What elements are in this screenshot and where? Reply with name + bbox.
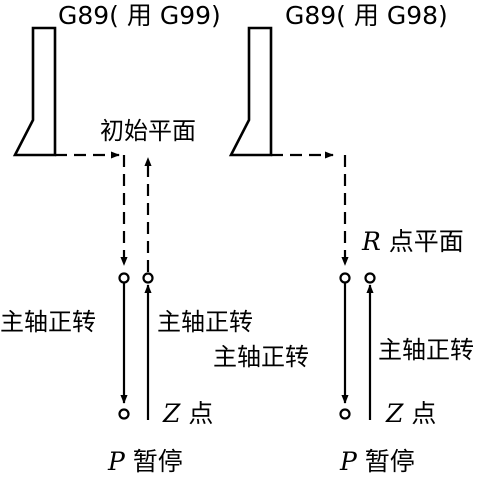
right-tool-icon <box>228 26 273 157</box>
right-spindle-cw-down-label: 主轴正转 <box>213 343 309 371</box>
left-tool-icon <box>12 26 57 157</box>
left-p-dwell-label: P 暂停 <box>107 447 183 476</box>
right-r-point-return-marker <box>364 272 376 284</box>
right-z-point-marker <box>339 408 351 420</box>
left-spindle-cw-down-label: 主轴正转 <box>0 308 96 336</box>
right-z-point-label: Z 点 <box>385 399 436 428</box>
left-r-point-marker <box>118 272 130 284</box>
right-r-point-marker <box>339 272 351 284</box>
left-r-point-return-marker <box>142 272 154 284</box>
right-spindle-cw-up-label: 主轴正转 <box>378 336 474 364</box>
right-title: G89( 用 G98) <box>285 1 448 30</box>
left-title: G89( 用 G99) <box>58 1 221 30</box>
left-spindle-cw-up-label: 主轴正转 <box>157 308 253 336</box>
right-p-dwell-label: P 暂停 <box>339 447 415 476</box>
right-r-plane-label: R 点平面 <box>361 227 464 256</box>
left-initial-plane-label: 初始平面 <box>100 117 196 145</box>
left-z-point-label: Z 点 <box>162 399 213 428</box>
left-z-point-marker <box>118 408 130 420</box>
